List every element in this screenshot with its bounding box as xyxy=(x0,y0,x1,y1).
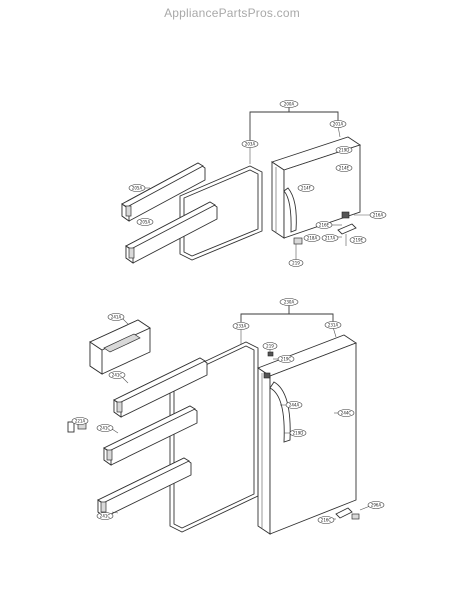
lower-door-section: 230A 233A 231A 219 219C 244A 244C 219D 2… xyxy=(67,298,385,535)
svg-text:219D: 219D xyxy=(339,147,350,152)
upper-hinge xyxy=(337,223,357,235)
svg-text:241C: 241C xyxy=(112,372,123,377)
callout-218a: 218A xyxy=(303,234,321,242)
callout-214e: 214E xyxy=(335,164,353,172)
svg-text:216E: 216E xyxy=(319,222,330,227)
svg-text:205A: 205A xyxy=(132,185,143,190)
svg-text:214E: 214E xyxy=(339,165,350,170)
svg-text:219: 219 xyxy=(266,343,274,348)
svg-text:200A: 200A xyxy=(284,101,295,106)
lower-door-handle xyxy=(269,381,291,443)
svg-text:219D: 219D xyxy=(293,430,304,435)
lower-dairy-bin xyxy=(89,319,151,375)
svg-text:216C: 216C xyxy=(321,517,332,522)
callout-296a: 296A xyxy=(367,501,385,509)
svg-text:221A: 221A xyxy=(75,418,86,423)
callout-216c: 216C xyxy=(317,516,335,524)
callout-219e: 219E xyxy=(349,236,367,244)
lower-hinge xyxy=(335,507,353,519)
svg-text:219C: 219C xyxy=(281,356,292,361)
svg-text:241C: 241C xyxy=(100,425,111,430)
upper-door-gasket xyxy=(179,165,263,261)
callout-216a: 216A xyxy=(369,211,387,219)
svg-text:203A: 203A xyxy=(245,141,256,146)
site-watermark: AppliancePartsPros.com xyxy=(164,6,300,20)
callout-205a-upper: 205A xyxy=(128,184,146,192)
callout-219d-upper: 219D xyxy=(335,146,353,154)
callout-241c-2: 241C xyxy=(96,424,114,432)
callout-216e: 216E xyxy=(315,221,333,229)
callout-217a: 217A xyxy=(321,234,339,242)
svg-text:241C: 241C xyxy=(100,513,111,518)
lower-door-bin-1 xyxy=(113,357,208,418)
callout-214f: 214F xyxy=(297,184,315,192)
callout-219: 219 xyxy=(288,259,304,267)
svg-text:233A: 233A xyxy=(236,323,247,328)
upper-assembly-bracket xyxy=(249,111,339,142)
callout-203a: 203A xyxy=(241,140,259,148)
callout-219d-lower: 219D xyxy=(289,429,307,437)
svg-text:231A: 231A xyxy=(328,322,339,327)
svg-text:205A: 205A xyxy=(140,219,151,224)
upper-hinge-cap xyxy=(341,211,350,219)
svg-text:244C: 244C xyxy=(341,410,352,415)
callout-231a: 231A xyxy=(324,321,342,329)
callout-230a: 230A xyxy=(279,298,299,306)
callout-244a: 244A xyxy=(285,401,303,409)
upper-door-bin-1 xyxy=(121,162,206,222)
callout-221a: 221A xyxy=(71,417,89,425)
callout-205a-lower: 205A xyxy=(136,218,154,226)
callout-244c: 244C xyxy=(337,409,355,417)
lower-hinge-cap xyxy=(351,513,360,520)
lower-door-bin-2 xyxy=(103,405,198,466)
svg-text:217A: 217A xyxy=(325,235,336,240)
svg-text:244A: 244A xyxy=(289,402,300,407)
lower-door-gasket xyxy=(169,341,259,533)
svg-text:216A: 216A xyxy=(373,212,384,217)
svg-text:230A: 230A xyxy=(284,299,295,304)
callout-241a: 241A xyxy=(107,313,125,321)
callout-200a: 200A xyxy=(279,100,299,108)
svg-text:201A: 201A xyxy=(333,121,344,126)
svg-text:219E: 219E xyxy=(353,237,364,242)
callout-219c: 219C xyxy=(277,355,295,363)
svg-text:296A: 296A xyxy=(371,502,382,507)
callout-201a: 201A xyxy=(329,120,347,128)
lower-door-bin-3 xyxy=(97,457,192,518)
svg-text:218A: 218A xyxy=(307,235,318,240)
upper-door-handle xyxy=(283,187,297,233)
upper-door-section: 200A 203A 201A 219D 214E 214F 205A 205A … xyxy=(121,100,387,267)
callout-241c-3: 241C xyxy=(96,512,114,520)
lower-assembly-bracket xyxy=(240,313,334,322)
lower-door-panel xyxy=(257,334,357,535)
lower-top-hardware xyxy=(267,351,274,357)
svg-text:241A: 241A xyxy=(111,314,122,319)
callout-233a: 233A xyxy=(232,322,250,330)
upper-door-bin-2 xyxy=(125,201,218,264)
upper-bottom-cap xyxy=(293,237,303,245)
svg-text:219: 219 xyxy=(292,260,300,265)
callout-219-lower: 219 xyxy=(262,342,278,350)
svg-text:214F: 214F xyxy=(301,185,312,190)
callout-241c-1: 241C xyxy=(108,371,126,379)
